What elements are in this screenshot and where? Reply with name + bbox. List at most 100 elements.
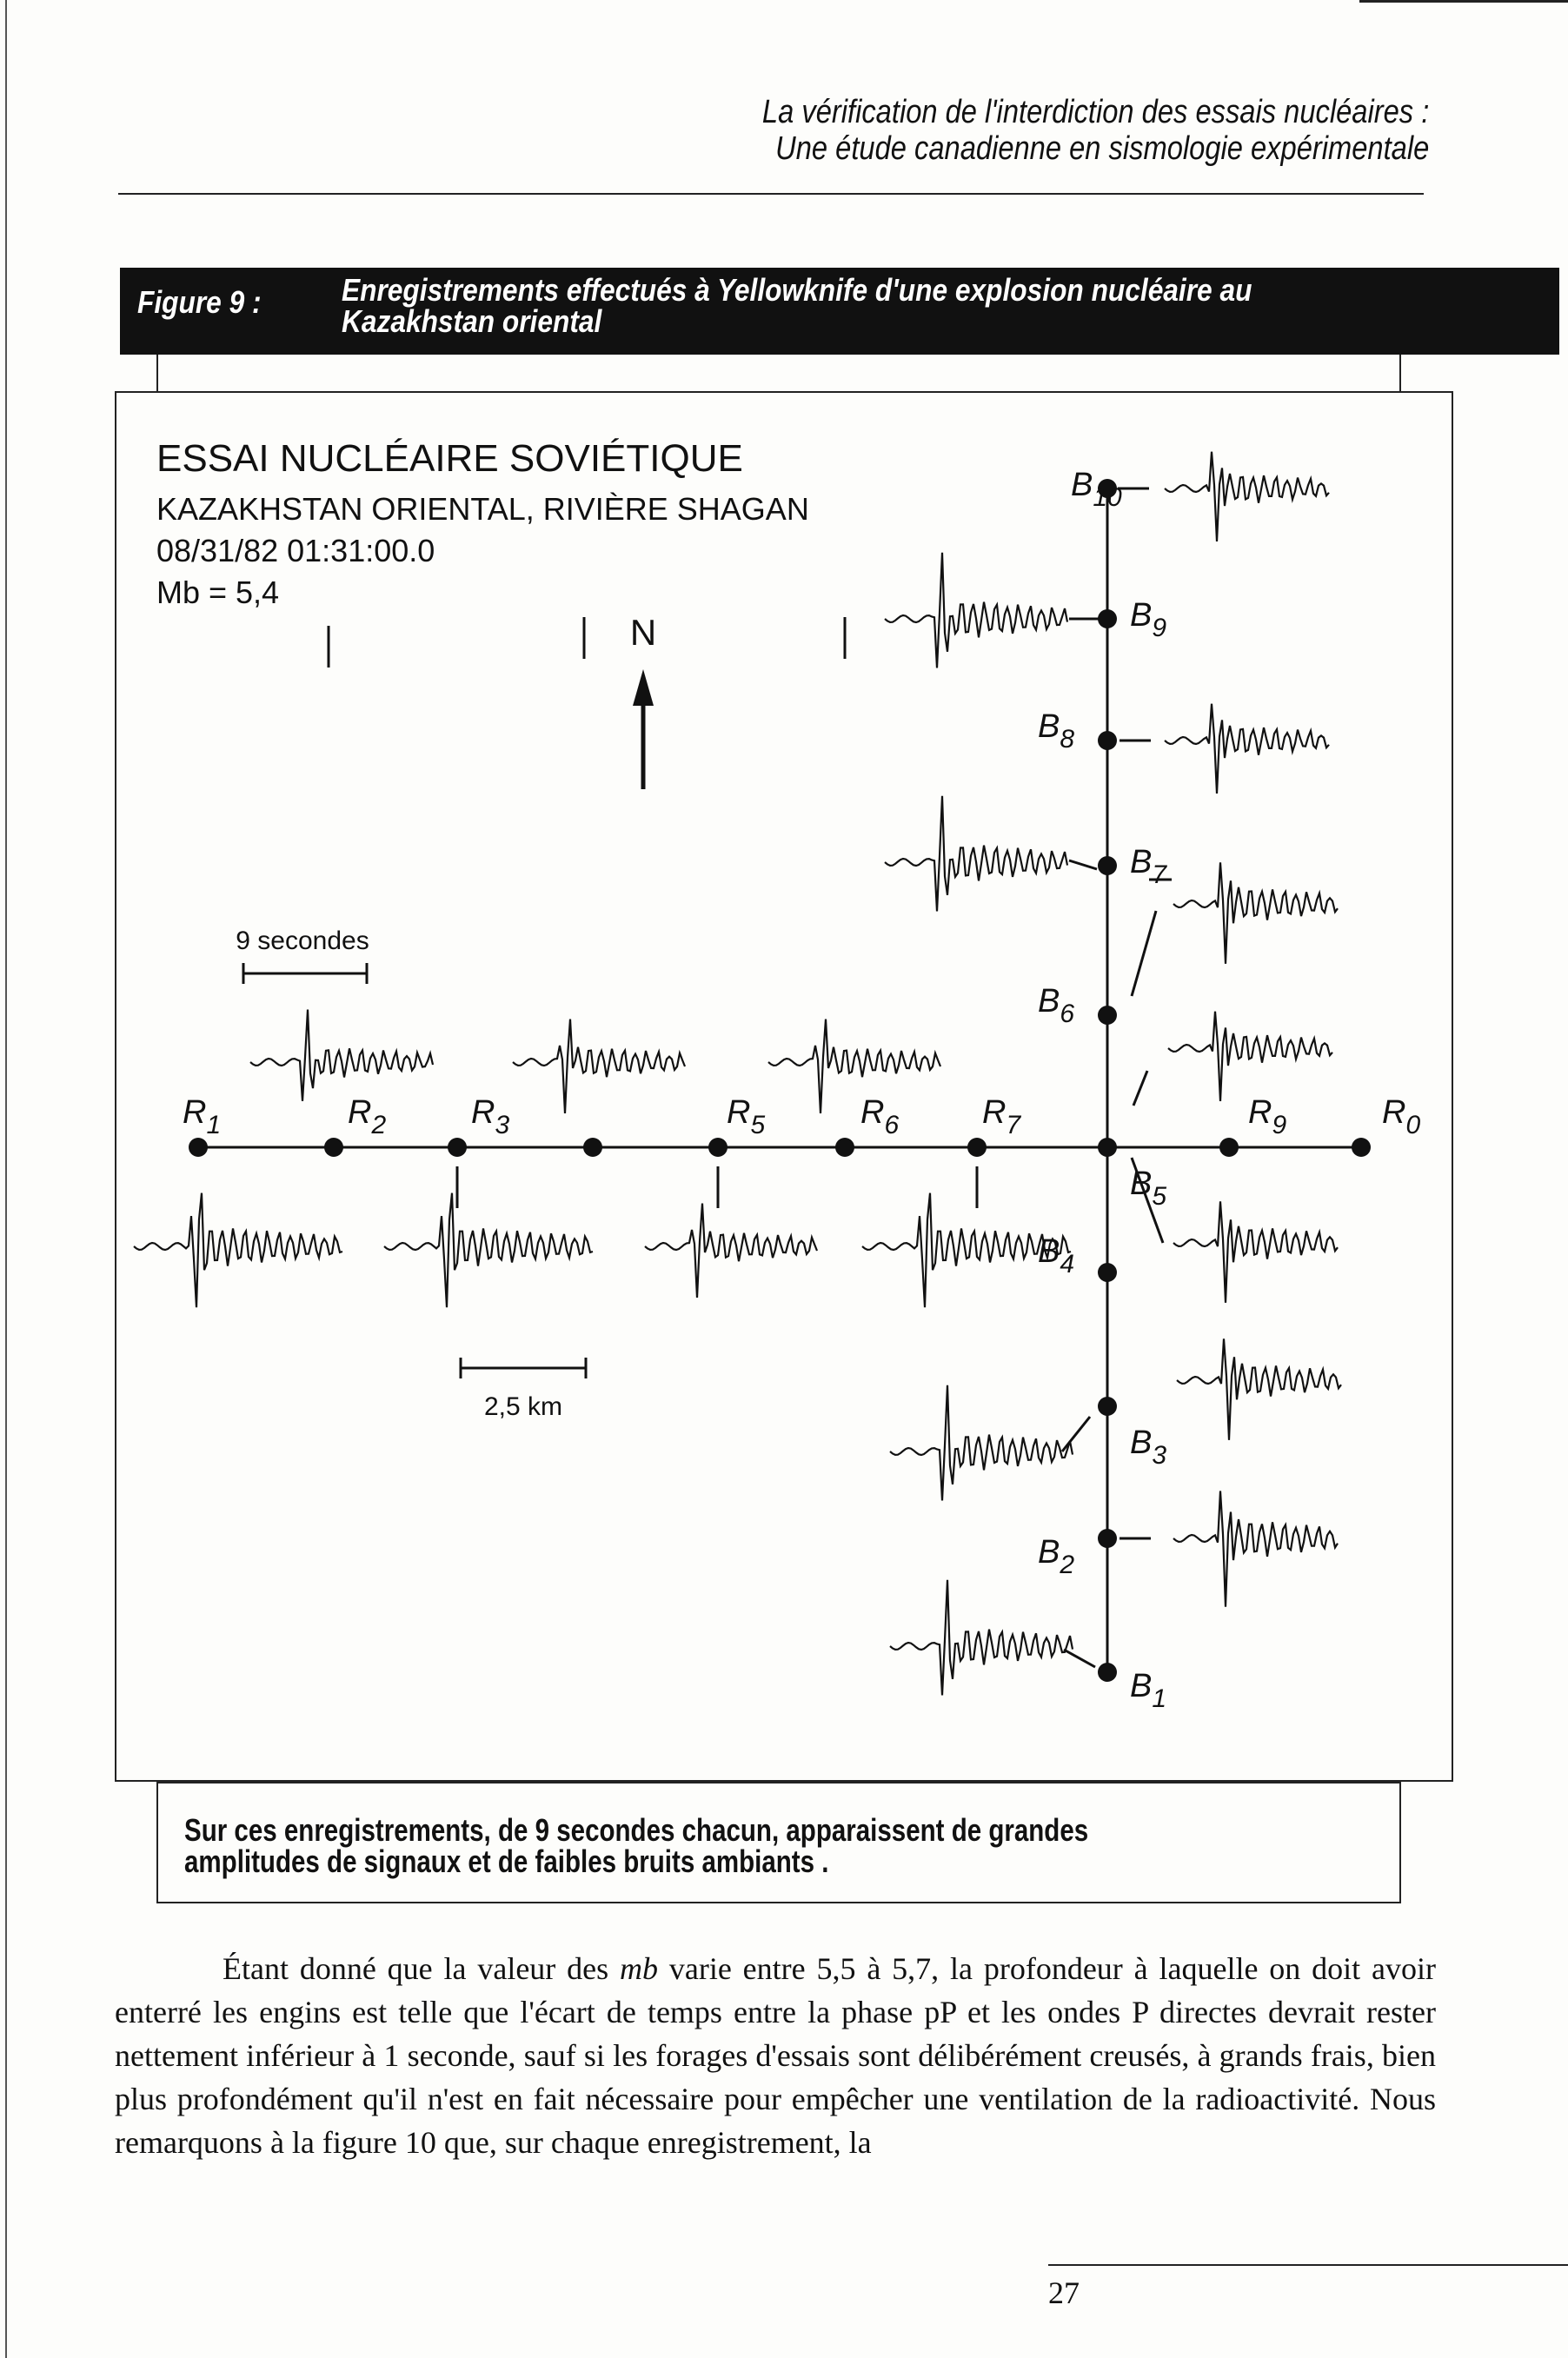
seismogram-b2 (1173, 1491, 1339, 1607)
r-station-dot (583, 1138, 602, 1157)
station-label-b2: B2 (1038, 1534, 1074, 1579)
body-text-start: Étant donné que la valeur des (223, 1951, 620, 1986)
seismogram-b4 (1176, 1338, 1342, 1440)
figure-caption-line-1: Sur ces enregistrements, de 9 secondes c… (184, 1812, 1089, 1848)
station-label-r7: R7 (982, 1094, 1021, 1139)
event-location: KAZAKHSTAN ORIENTAL, RIVIÈRE SHAGAN (156, 491, 809, 527)
station-label-b9: B9 (1130, 597, 1166, 642)
figure-title: Enregistrements effectués à Yellowknife … (342, 275, 1397, 337)
trace-connector (1130, 910, 1158, 997)
seismogram-b10 (1164, 451, 1330, 542)
seismogram-traces (133, 451, 1342, 1696)
b-station-dot-b7 (1098, 856, 1117, 875)
figure-banner: Figure 9 : Enregistrements effectués à Y… (120, 268, 1559, 355)
station-labels: R1R2R3R5R6R7R9R0B10B9B8B7B6B5B4B3B2B1 (183, 467, 1420, 1713)
seismogram-r1 (133, 1192, 343, 1308)
station-label-r1: R1 (183, 1094, 221, 1139)
page-number: 27 (1048, 2275, 1080, 2310)
body-paragraph: Étant donné que la valeur des mb varie e… (115, 1947, 1436, 2164)
figure-caption-line-2: amplitudes de signaux et de faibles brui… (184, 1843, 829, 1879)
north-arrow-head (633, 669, 654, 706)
array-lines (198, 487, 1361, 1672)
body-text-rest: varie entre 5,5 à 5,7, la profondeur à l… (115, 1951, 1436, 2160)
trace-connector (1130, 1157, 1165, 1244)
running-header-line-1: La vérification de l'interdiction des es… (761, 94, 1429, 130)
b-station-dot-b6 (1098, 1006, 1117, 1025)
station-label-r2: R2 (348, 1094, 386, 1139)
seismic-array-diagram: ESSAI NUCLÉAIRE SOVIÉTIQUE KAZAKHSTAN OR… (133, 437, 1420, 1713)
trace-connectors (1060, 487, 1172, 1669)
seismogram-r6 (767, 1019, 942, 1114)
running-header-line-2: Une étude canadienne en sismologie expér… (774, 130, 1429, 167)
distance-scale-label: 2,5 km (484, 1392, 562, 1421)
station-label-b7: B7 (1130, 844, 1167, 889)
station-label-b8: B8 (1038, 708, 1074, 754)
trace-connector (1068, 859, 1098, 871)
r-station-dot (324, 1138, 343, 1157)
b-station-dot-b2 (1098, 1529, 1117, 1548)
event-magnitude: Mb = 5,4 (156, 575, 279, 610)
figure-title-line-2: Kazakhstan oriental (342, 303, 602, 339)
seismogram-b3 (889, 1385, 1074, 1501)
seismogram-r5 (644, 1203, 819, 1299)
figure-caption: Sur ces enregistrements, de 9 secondes c… (184, 1815, 1325, 1877)
figure-label: Figure 9 : (137, 284, 262, 320)
b-station-dot-b10 (1098, 479, 1117, 498)
seismogram-r2 (249, 1009, 435, 1101)
running-header: La vérification de l'interdiction des es… (762, 94, 1429, 167)
figure-frame-top (156, 355, 1401, 393)
station-label-r5: R5 (727, 1094, 765, 1139)
seismogram-b8 (1164, 703, 1330, 794)
time-scale-label: 9 secondes (236, 927, 369, 955)
event-datetime: 08/31/82 01:31:00.0 (156, 533, 435, 568)
seismogram-b1 (889, 1579, 1074, 1696)
trace-connector (1063, 1648, 1096, 1669)
figure-caption-box: Sur ces enregistrements, de 9 secondes c… (156, 1782, 1401, 1903)
event-info: ESSAI NUCLÉAIRE SOVIÉTIQUE KAZAKHSTAN OR… (156, 437, 809, 610)
station-label-b6: B6 (1038, 983, 1074, 1028)
station-label-r9: R9 (1248, 1094, 1286, 1139)
station-label-r0: R0 (1382, 1094, 1420, 1139)
trace-connector (1060, 1416, 1092, 1452)
seismogram-figure: ESSAI NUCLÉAIRE SOVIÉTIQUE KAZAKHSTAN OR… (115, 391, 1453, 1782)
event-heading: ESSAI NUCLÉAIRE SOVIÉTIQUE (156, 437, 743, 480)
station-dots (189, 479, 1371, 1682)
north-label: N (630, 612, 656, 653)
b-station-dot-b5 (1098, 1138, 1117, 1157)
seismogram-b9 (884, 552, 1069, 668)
seismogram-r7 (861, 1192, 1072, 1308)
r-station-dot (189, 1138, 208, 1157)
b-station-dot-b9 (1098, 609, 1117, 628)
station-label-r3: R3 (471, 1094, 509, 1139)
b-station-dot-b8 (1098, 731, 1117, 750)
station-label-b1: B1 (1130, 1668, 1166, 1713)
seismogram-b7-east (1173, 862, 1339, 964)
mb-symbol: mb (620, 1951, 658, 1986)
north-arrow: N (630, 612, 656, 789)
top-edge-mark (1359, 0, 1568, 3)
station-label-b10: B10 (1071, 467, 1122, 512)
r-station-dot (1219, 1138, 1239, 1157)
b-station-dot-b3 (1098, 1397, 1117, 1416)
seismogram-r3 (383, 1192, 594, 1308)
header-rule (118, 193, 1424, 195)
r-station-dot (967, 1138, 987, 1157)
body-paragraph-text: Étant donné que la valeur des mb varie e… (115, 1947, 1436, 2164)
trace-connector (1132, 1070, 1149, 1106)
footer-rule (1048, 2264, 1568, 2266)
r-station-dot (1352, 1138, 1371, 1157)
r-station-dot (835, 1138, 854, 1157)
seismogram-r4 (512, 1019, 687, 1114)
distance-scale-bar: 2,5 km (459, 1358, 588, 1421)
seismogram-b7 (884, 795, 1069, 912)
b-station-dot-b1 (1098, 1663, 1117, 1682)
r-station-dot (708, 1138, 728, 1157)
seismogram-b5 (1173, 1201, 1339, 1303)
r-station-dot (448, 1138, 467, 1157)
seismogram-b6 (1167, 1011, 1333, 1102)
left-margin-rule (5, 0, 7, 2358)
station-label-b3: B3 (1130, 1425, 1166, 1470)
station-label-r6: R6 (860, 1094, 899, 1139)
figure-title-line-1: Enregistrements effectués à Yellowknife … (342, 272, 1252, 308)
time-scale-bar: 9 secondes (236, 927, 369, 984)
